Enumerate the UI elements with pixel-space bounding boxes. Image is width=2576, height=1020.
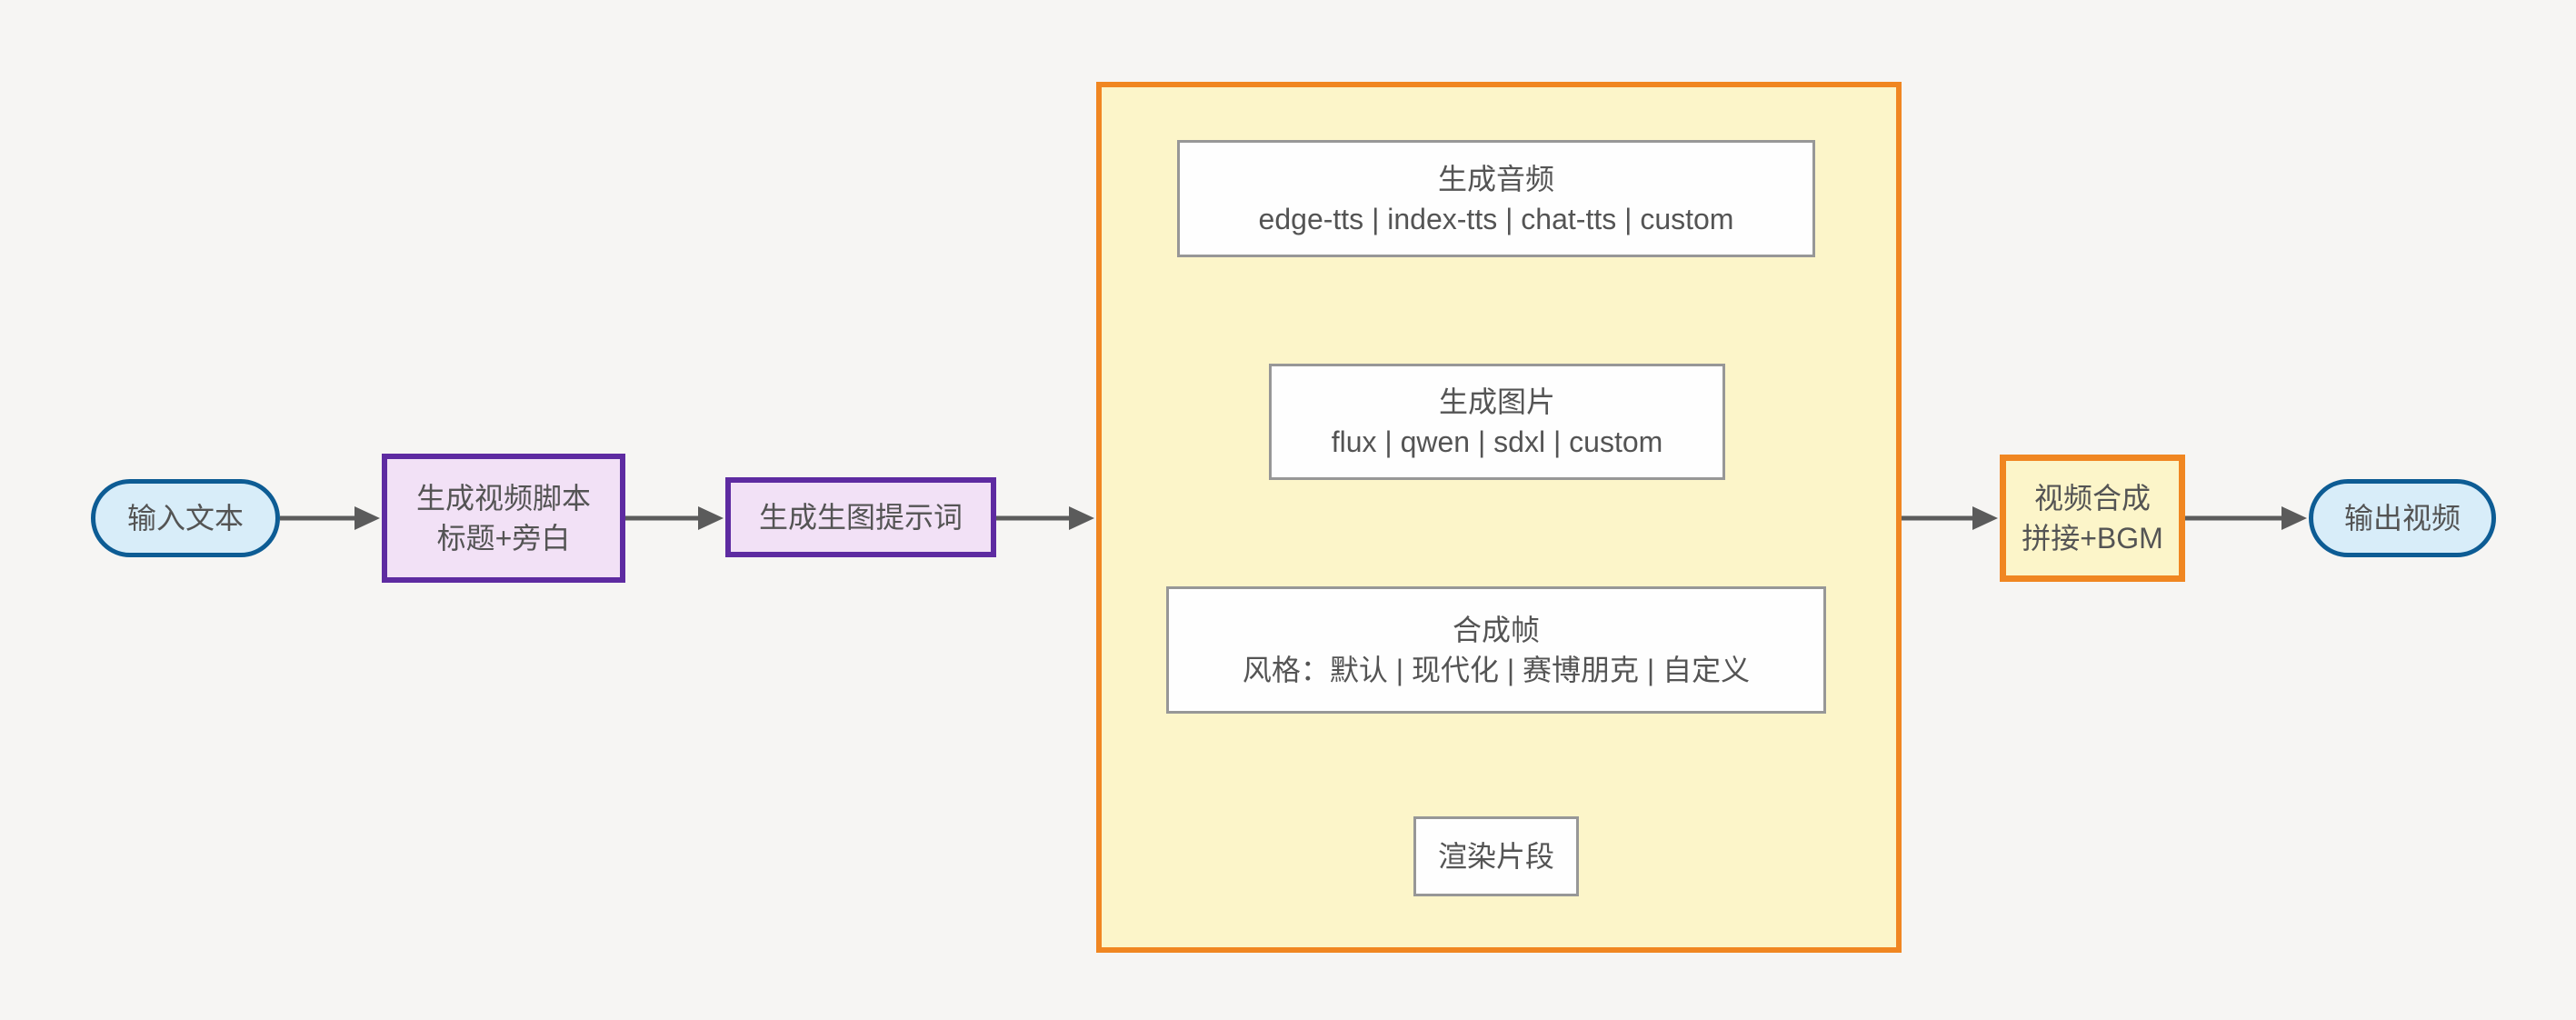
- node-video-compose-line1: 视频合成: [2033, 482, 2151, 515]
- node-generate-image-prompt[interactable]: 生成生图提示词: [725, 477, 996, 557]
- node-generate-audio-line2: edge-tts | index-tts | chat-tts | custom: [1258, 202, 1734, 235]
- node-compose-frame-line1: 合成帧: [1452, 614, 1540, 646]
- node-generate-script-line2: 标题+旁白: [436, 522, 571, 555]
- node-generate-audio-line1: 生成音频: [1437, 162, 1554, 195]
- node-generate-audio[interactable]: 生成音频 edge-tts | index-tts | chat-tts | c…: [1177, 140, 1815, 257]
- node-output-video-label: 输出视频: [2343, 502, 2461, 535]
- node-compose-frame[interactable]: 合成帧 风格：默认 | 现代化 | 赛博朋克 | 自定义: [1166, 586, 1826, 714]
- node-compose-frame-line2: 风格：默认 | 现代化 | 赛博朋克 | 自定义: [1242, 654, 1751, 686]
- node-input-text-label: 输入文本: [126, 502, 244, 535]
- node-input-text[interactable]: 输入文本: [91, 479, 280, 557]
- node-output-video[interactable]: 输出视频: [2309, 479, 2496, 557]
- node-generate-image[interactable]: 生成图片 flux | qwen | sdxl | custom: [1269, 364, 1725, 480]
- node-video-compose-line2: 拼接+BGM: [2022, 522, 2163, 555]
- node-generate-script[interactable]: 生成视频脚本 标题+旁白: [382, 454, 625, 583]
- node-render-clip[interactable]: 渲染片段: [1413, 816, 1579, 896]
- node-generate-image-line1: 生成图片: [1438, 385, 1555, 418]
- node-video-compose[interactable]: 视频合成 拼接+BGM: [2000, 455, 2185, 582]
- node-render-clip-label: 渲染片段: [1437, 840, 1554, 873]
- node-generate-script-line1: 生成视频脚本: [415, 482, 591, 515]
- node-generate-image-prompt-label: 生成生图提示词: [758, 501, 963, 534]
- node-generate-image-line2: flux | qwen | sdxl | custom: [1331, 425, 1663, 458]
